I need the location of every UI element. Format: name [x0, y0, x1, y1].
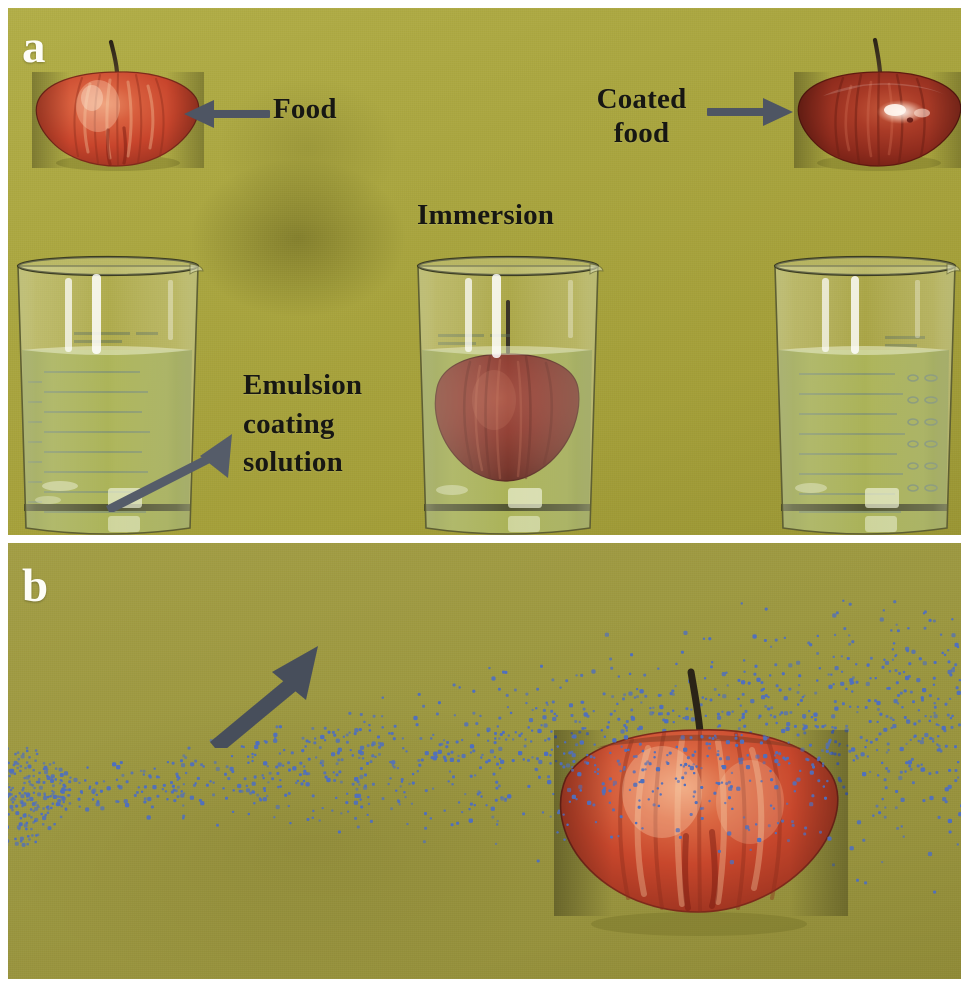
- arrow-to-spray-droplets-icon: [210, 646, 318, 748]
- arrow-to-emulsion-solution-icon: [106, 434, 232, 512]
- beaker-immersed-apple: [416, 255, 604, 535]
- panel-a-immersion: a: [8, 8, 961, 535]
- panel-label-a: a: [22, 21, 46, 73]
- panel-label-b: b: [22, 560, 49, 612]
- panel-divider: [0, 535, 969, 543]
- figure-frame-top: [0, 0, 969, 8]
- figure-frame-bottom: [0, 979, 969, 987]
- arrow-to-food-icon: [184, 100, 270, 128]
- arrow-to-coated-food-icon: [707, 98, 793, 126]
- sprayed-apple-image: [554, 668, 848, 936]
- figure-frame-left: [0, 0, 8, 987]
- label-emulsion-coating-solution: Emulsion coating solution: [243, 369, 363, 479]
- label-coated-food: Coated food: [596, 83, 687, 150]
- figure-frame-right: [961, 0, 969, 987]
- uncoated-apple-image: [32, 39, 204, 171]
- label-food: Food: [273, 93, 337, 125]
- label-immersion: Immersion: [417, 199, 555, 231]
- panel-b-spray: b: [8, 543, 961, 979]
- spray-droplets-on-apple: [556, 733, 832, 865]
- beaker-after-dipping: [773, 255, 961, 535]
- coated-apple-image: [794, 37, 961, 171]
